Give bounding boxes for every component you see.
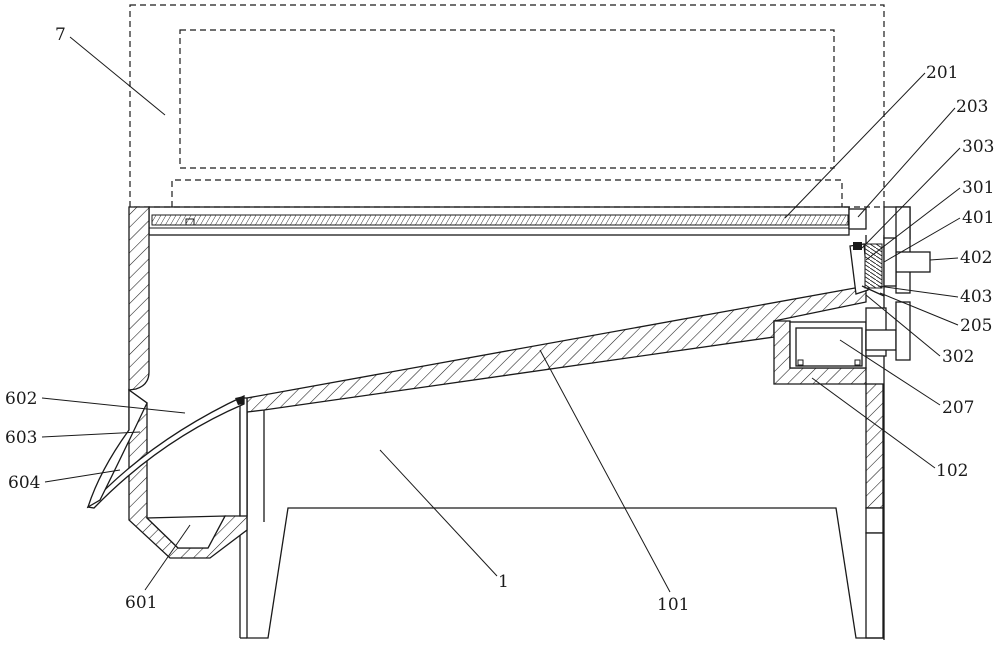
label-401: 401 xyxy=(962,208,994,228)
label-403: 403 xyxy=(960,287,992,307)
label-205: 205 xyxy=(960,316,992,336)
motor-207 xyxy=(865,301,911,361)
label-101: 101 xyxy=(657,595,689,615)
label-604: 604 xyxy=(8,473,40,493)
screw-rail-201 xyxy=(148,206,850,236)
leader-lines xyxy=(41,36,961,593)
label-207: 207 xyxy=(942,398,974,418)
collection-bin-601 xyxy=(128,388,248,559)
label-7: 7 xyxy=(55,25,66,45)
label-601: 601 xyxy=(125,593,157,613)
side-mechanism xyxy=(848,206,931,297)
label-102: 102 xyxy=(936,461,968,481)
label-302: 302 xyxy=(942,347,974,367)
housing-7-dashed xyxy=(129,4,885,208)
reference-numerals: 7 201 203 303 301 401 402 403 205 302 20… xyxy=(5,25,994,615)
label-1: 1 xyxy=(498,572,509,592)
sloped-plate-101 xyxy=(246,285,867,413)
label-402: 402 xyxy=(960,248,992,268)
label-301: 301 xyxy=(962,178,994,198)
left-wall xyxy=(128,206,150,391)
motor-bracket-102 xyxy=(773,320,867,385)
label-603: 603 xyxy=(5,428,37,448)
right-wall xyxy=(865,235,885,640)
base-frame xyxy=(239,410,884,639)
label-203: 203 xyxy=(956,97,988,117)
discharge-chute-603 xyxy=(86,388,245,509)
label-602: 602 xyxy=(5,389,37,409)
label-201: 201 xyxy=(926,63,958,83)
label-303: 303 xyxy=(962,137,994,157)
